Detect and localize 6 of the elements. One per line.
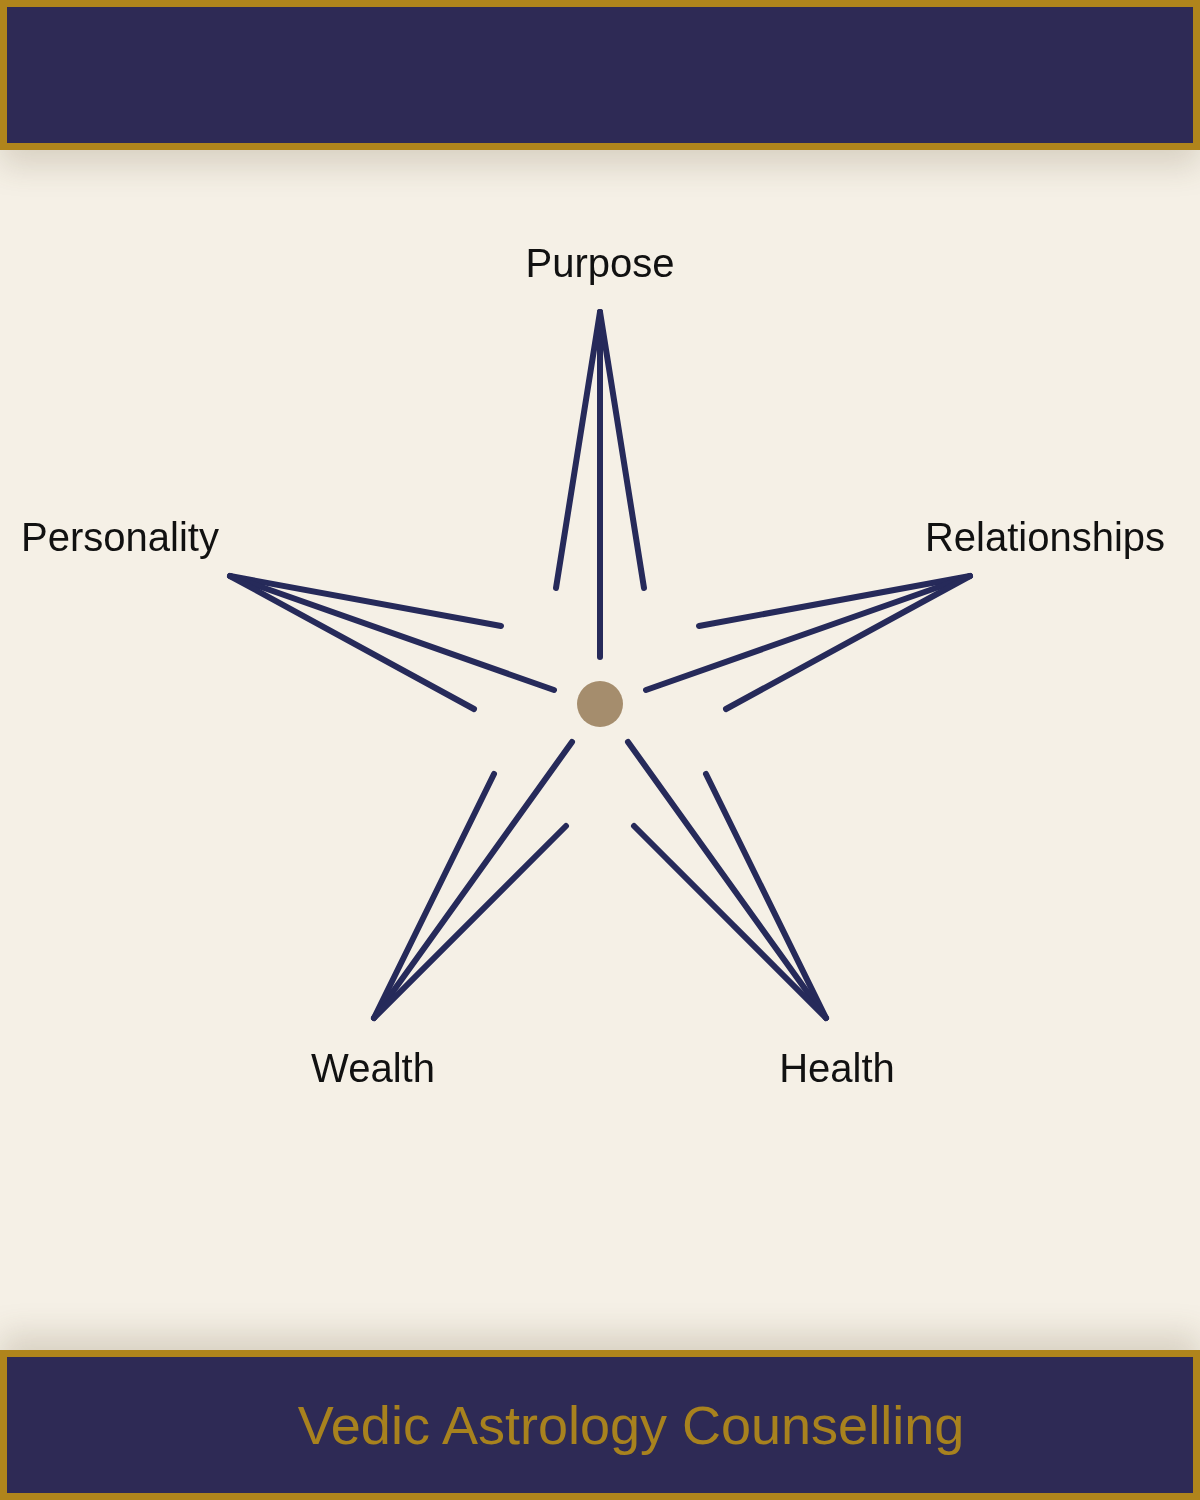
star-point-label: Personality (21, 514, 219, 560)
star-point-label: Purpose (525, 240, 675, 286)
star-point-label: Wealth (311, 1045, 435, 1091)
star-point-label: Relationships (924, 514, 1166, 560)
tagline-text: Vedic Astrology Counselling (297, 1393, 965, 1457)
star-point-label: Health (779, 1045, 895, 1091)
